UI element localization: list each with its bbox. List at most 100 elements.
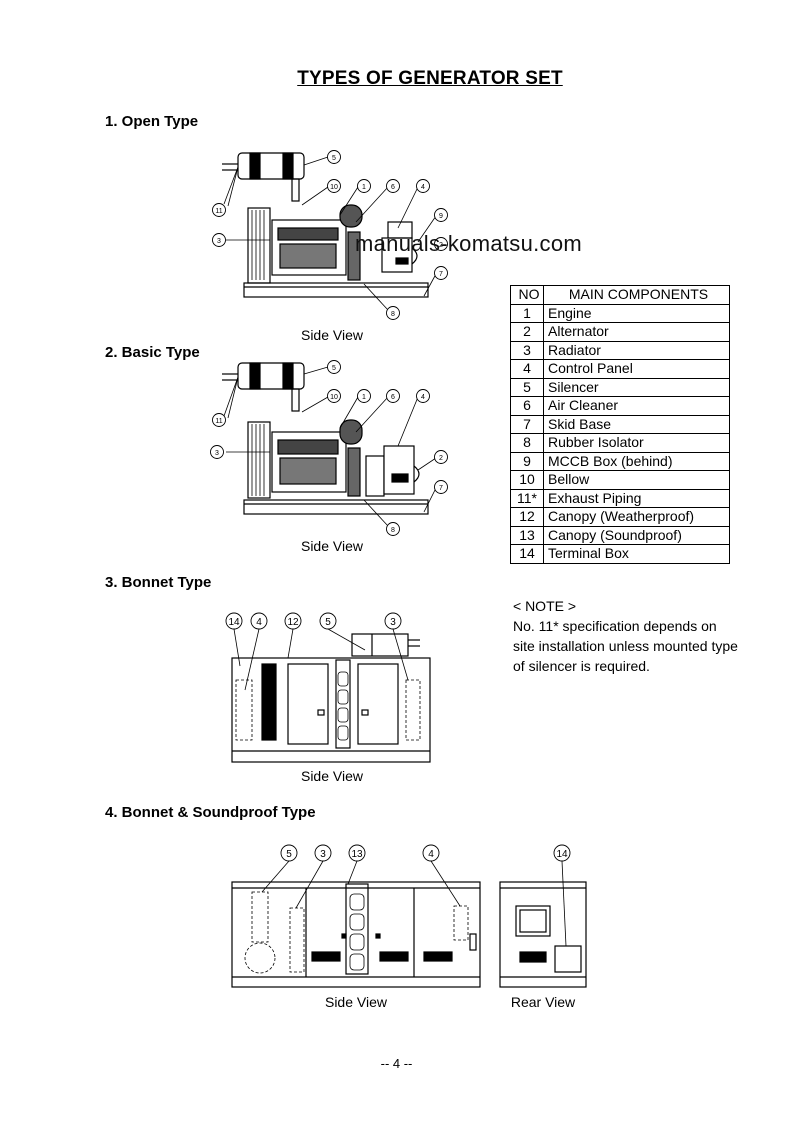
section-heading-soundproof-type: 4. Bonnet & Soundproof Type <box>105 804 316 821</box>
callout-bonnet-14: 14 <box>225 612 243 630</box>
callout-open-9-label: 9 <box>439 213 443 220</box>
row-number: 5 <box>510 377 544 397</box>
page-number: -- 4 -- <box>380 1056 413 1071</box>
callout-open-10: 10 <box>327 179 341 193</box>
header-main-components: MAIN COMPONENTS <box>543 285 730 305</box>
callout-basic-10: 10 <box>327 389 341 403</box>
row-component: Engine <box>543 303 730 323</box>
callout-open-5-label: 5 <box>332 155 336 162</box>
callout-open-11-label: 11 <box>215 208 222 215</box>
open-type-caption: Side View <box>300 327 363 343</box>
callout-basic-6-label: 6 <box>391 394 395 401</box>
table-header-row: NO MAIN COMPONENTS <box>510 285 730 305</box>
note-heading: < NOTE > <box>513 598 577 614</box>
note-line: of silencer is required. <box>513 658 650 674</box>
callout-open-1: 1 <box>357 179 371 193</box>
callout-bonnet-12-label: 12 <box>287 617 299 628</box>
callout-open-4: 4 <box>416 179 430 193</box>
callout-soundproof-5-label: 5 <box>286 849 292 860</box>
callout-basic-5-label: 5 <box>332 365 336 372</box>
row-number: 3 <box>510 340 544 360</box>
callout-bonnet-3-label: 3 <box>390 617 396 628</box>
callout-basic-4: 4 <box>416 389 430 403</box>
callout-open-9: 9 <box>434 208 448 222</box>
note-block: < NOTE > No. 11* specification depends o… <box>513 596 773 676</box>
callout-soundproof-14: 14 <box>553 844 571 862</box>
row-number: 7 <box>510 414 544 434</box>
callout-soundproof-13-label: 13 <box>351 849 363 860</box>
callout-basic-5: 5 <box>327 360 341 374</box>
callout-basic-10-label: 10 <box>330 394 338 401</box>
row-component: Silencer <box>543 377 730 397</box>
row-number: 14 <box>510 544 544 564</box>
callout-bonnet-5-label: 5 <box>325 617 331 628</box>
row-number: 12 <box>510 507 544 527</box>
callout-basic-3-label: 3 <box>215 450 219 457</box>
callout-soundproof-13: 13 <box>348 844 366 862</box>
row-component: Bellow <box>543 470 730 490</box>
row-number: 10 <box>510 470 544 490</box>
row-component: Air Cleaner <box>543 396 730 416</box>
callout-open-8: 8 <box>386 306 400 320</box>
callout-open-6-label: 6 <box>391 184 395 191</box>
row-number: 2 <box>510 322 544 342</box>
row-number: 13 <box>510 525 544 545</box>
section-heading-open-type: 1. Open Type <box>105 113 199 130</box>
row-number: 6 <box>510 396 544 416</box>
soundproof-side-caption: Side View <box>324 994 387 1010</box>
callout-basic-11: 11 <box>212 413 226 427</box>
note-line: site installation unless mounted type <box>513 638 738 654</box>
callout-soundproof-3: 3 <box>314 844 332 862</box>
row-component: Skid Base <box>543 414 730 434</box>
section-heading-basic-type: 2. Basic Type <box>105 344 200 361</box>
callout-basic-1-label: 1 <box>362 394 366 401</box>
row-component: Canopy (Soundproof) <box>543 525 730 545</box>
row-component: Canopy (Weatherproof) <box>543 507 730 527</box>
table-row: 11*Exhaust Piping <box>510 488 730 508</box>
row-component: MCCB Box (behind) <box>543 451 730 471</box>
row-number: 8 <box>510 433 544 453</box>
callout-open-2: 2 <box>434 237 448 251</box>
callout-open-6: 6 <box>386 179 400 193</box>
callout-open-7-label: 7 <box>439 271 443 278</box>
callout-basic-4-label: 4 <box>421 394 425 401</box>
row-component: Control Panel <box>543 359 730 379</box>
callout-open-10-label: 10 <box>330 184 338 191</box>
callout-bonnet-14-label: 14 <box>228 617 240 628</box>
callout-basic-8-label: 8 <box>391 527 395 534</box>
callout-basic-1: 1 <box>357 389 371 403</box>
watermark-text: manuals-komatsu.com <box>355 231 582 256</box>
row-component: Radiator <box>543 340 730 360</box>
callout-basic-3: 3 <box>210 445 224 459</box>
callout-open-4-label: 4 <box>421 184 425 191</box>
callout-open-11: 11 <box>212 203 226 217</box>
callout-open-7: 7 <box>434 266 448 280</box>
callout-basic-11-label: 11 <box>215 418 222 425</box>
callout-basic-2: 2 <box>434 450 448 464</box>
header-no: NO <box>510 285 544 305</box>
page-title: TYPES OF GENERATOR SET <box>297 68 563 89</box>
basic-type-caption: Side View <box>300 538 363 554</box>
callout-open-3: 3 <box>212 233 226 247</box>
callout-soundproof-4-label: 4 <box>428 849 434 860</box>
callout-bonnet-3: 3 <box>384 612 402 630</box>
callout-basic-7: 7 <box>434 480 448 494</box>
callout-open-8-label: 8 <box>391 311 395 318</box>
callout-bonnet-5: 5 <box>319 612 337 630</box>
callout-basic-2-label: 2 <box>439 455 443 462</box>
callout-soundproof-5: 5 <box>280 844 298 862</box>
